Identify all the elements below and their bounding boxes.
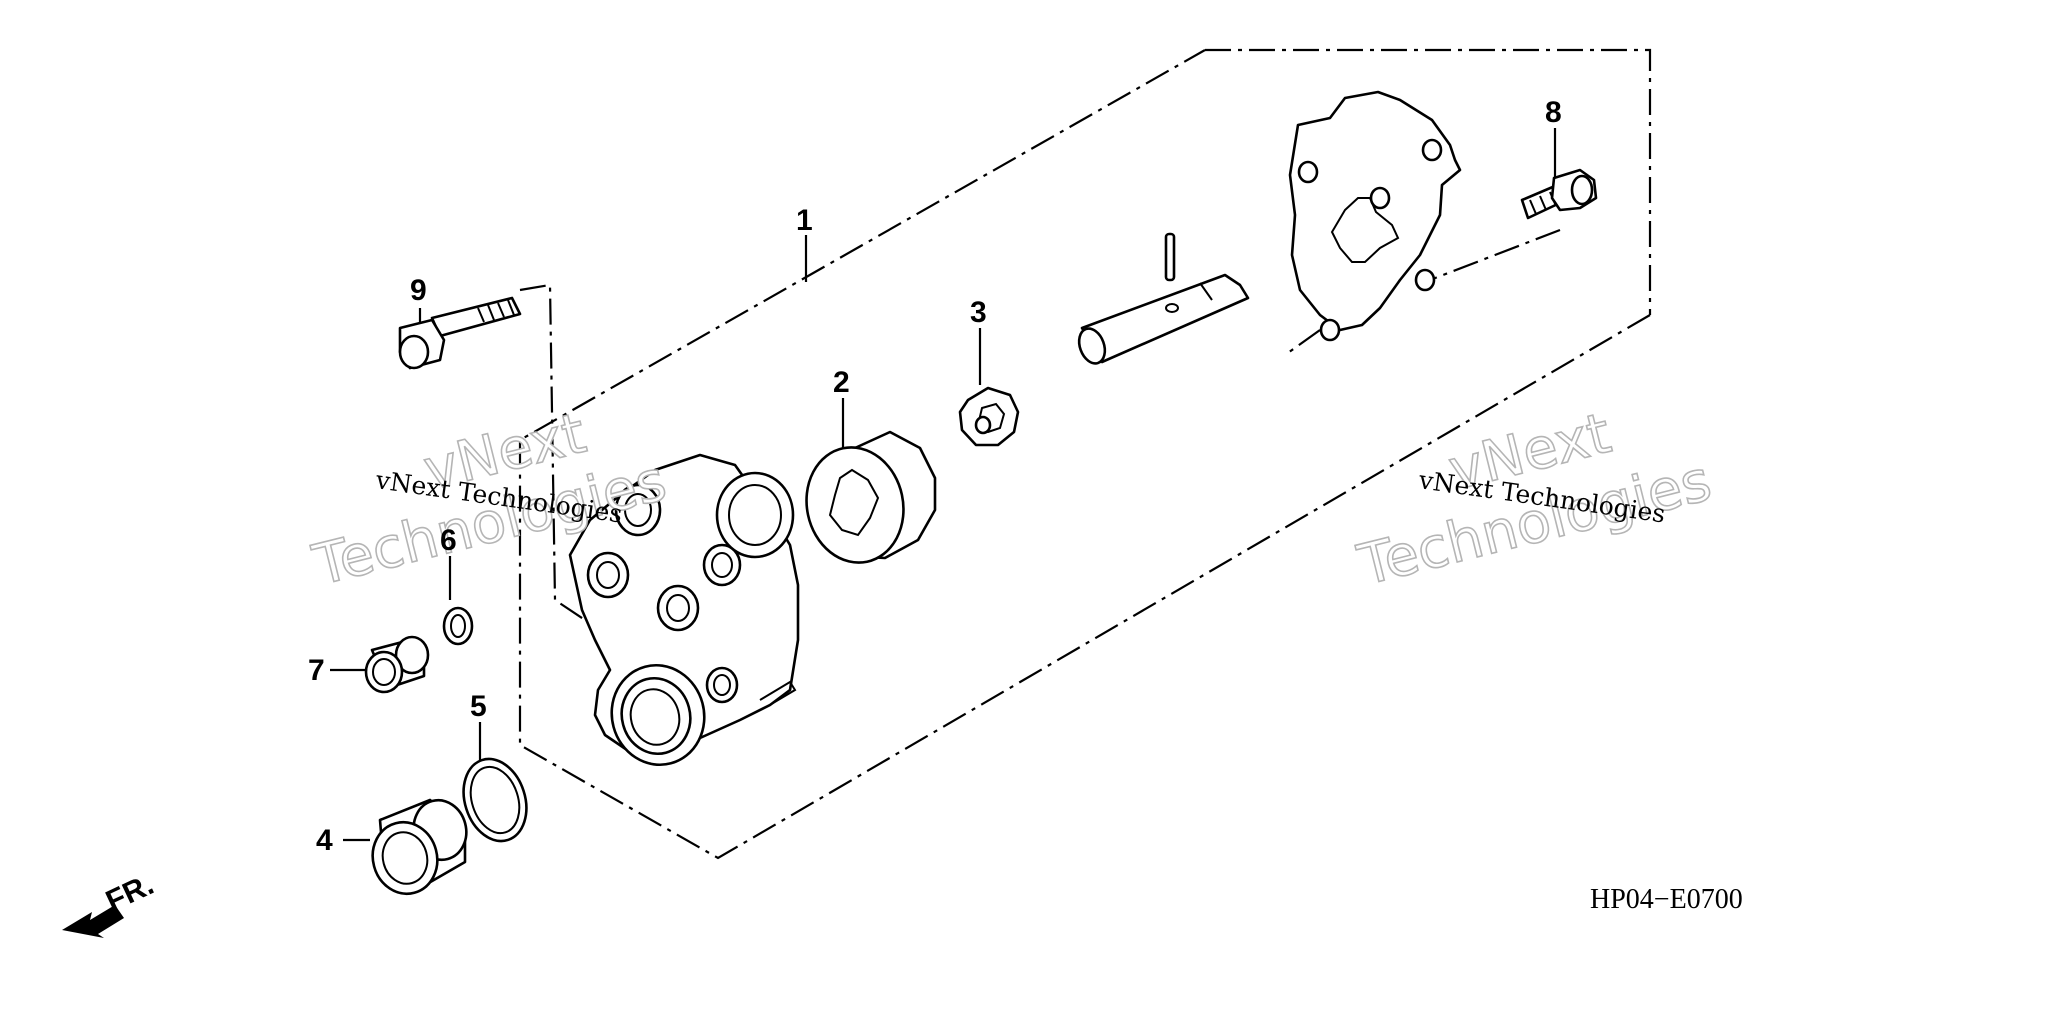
collar-part-4[interactable] — [365, 794, 473, 901]
callout-6: 6 — [440, 524, 457, 557]
front-direction-arrow-icon — [62, 905, 124, 938]
callout-5: 5 — [470, 690, 487, 723]
diagram-code: HP04−E0700 — [1590, 884, 1743, 915]
callout-3: 3 — [970, 296, 987, 329]
leader-lines — [330, 128, 1557, 842]
assembly-boundary — [518, 48, 1652, 860]
o-ring-part-5[interactable] — [453, 751, 536, 849]
callout-7: 7 — [308, 654, 325, 687]
bolt-part-8[interactable] — [1520, 168, 1598, 220]
inner-rotor-part-3[interactable] — [958, 386, 1020, 447]
pump-shaft — [1077, 232, 1250, 365]
outer-rotor-part-2[interactable] — [796, 430, 937, 572]
pump-cover-plate — [1288, 90, 1462, 342]
callout-4: 4 — [316, 824, 333, 857]
callout-9: 9 — [410, 274, 427, 307]
o-ring-part-6[interactable] — [442, 606, 474, 646]
collar-part-7[interactable] — [364, 635, 430, 694]
bolt-part-9[interactable] — [398, 296, 522, 370]
callout-8: 8 — [1545, 96, 1562, 129]
callout-2: 2 — [833, 366, 850, 399]
callout-1: 1 — [796, 204, 813, 237]
pump-body — [568, 453, 800, 767]
